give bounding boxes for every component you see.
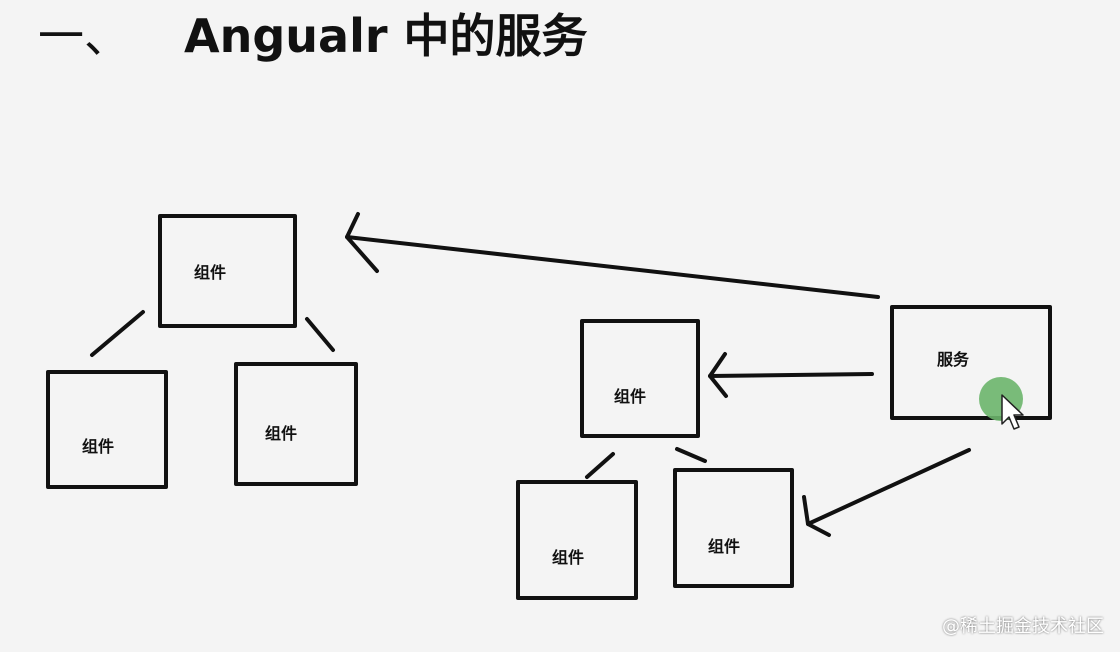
node-label-component-bottom-right-2: 组件 — [708, 537, 740, 556]
node-label-service: 服务 — [937, 350, 970, 369]
arrow-service-to-mid-component-head — [708, 352, 728, 398]
title-text: Angualr 中的服务 — [184, 9, 588, 63]
node-label-component-bottom-left-2: 组件 — [265, 424, 297, 443]
tree-edge-left-1 — [90, 310, 145, 357]
node-box-service — [890, 305, 1052, 420]
tree-edge-right-1 — [585, 452, 615, 479]
node-box-component-mid-right — [580, 319, 700, 438]
title-number: 一、 — [38, 9, 130, 63]
node-box-component-bottom-right-2 — [673, 468, 794, 588]
node-label-component-mid-right: 组件 — [614, 387, 646, 406]
watermark: @稀土掘金技术社区 — [942, 616, 1104, 637]
node-box-component-bottom-left-2 — [234, 362, 358, 486]
mouse-pointer-icon — [1001, 394, 1024, 430]
arrow-service-to-mid-component-shaft — [708, 372, 874, 378]
node-label-component-bottom-left-1: 组件 — [82, 437, 114, 456]
tree-edge-right-2 — [675, 447, 707, 463]
node-box-component-bottom-left-1 — [46, 370, 168, 489]
node-label-component-top-left: 组件 — [194, 263, 226, 282]
arrow-service-to-top-component-head — [345, 212, 379, 273]
page-title: 一、 Angualr 中的服务 — [38, 8, 588, 64]
node-label-component-bottom-right-1: 组件 — [552, 548, 584, 567]
node-box-component-bottom-right-1 — [516, 480, 638, 600]
arrow-service-to-top-component-shaft — [345, 235, 880, 299]
tree-edge-left-2 — [305, 317, 335, 352]
arrow-service-to-bottom-component-head — [802, 495, 831, 537]
node-box-component-top-left — [158, 214, 297, 328]
arrow-service-to-bottom-component-shaft — [806, 448, 971, 526]
